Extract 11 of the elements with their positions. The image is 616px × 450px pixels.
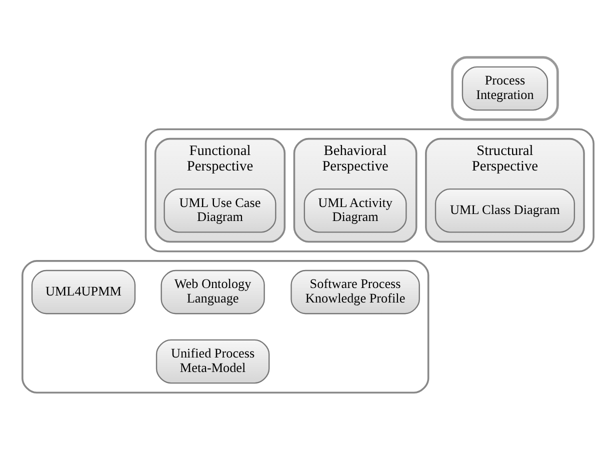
- node-box: UML Class Diagram: [434, 188, 576, 233]
- node-box: Process Integration: [462, 66, 548, 111]
- node-box: Unified Process Meta-Model: [156, 339, 270, 384]
- node-box: Software Process Knowledge Profile: [290, 270, 420, 314]
- cluster: [144, 128, 594, 252]
- node-box: UML Use Case Diagram: [164, 188, 276, 233]
- node-box: Web Ontology Language: [160, 270, 265, 314]
- node-box: UML Activity Diagram: [304, 188, 407, 233]
- node-box: UML4UPMM: [31, 270, 136, 314]
- cluster: [451, 56, 559, 121]
- cluster: [22, 260, 430, 394]
